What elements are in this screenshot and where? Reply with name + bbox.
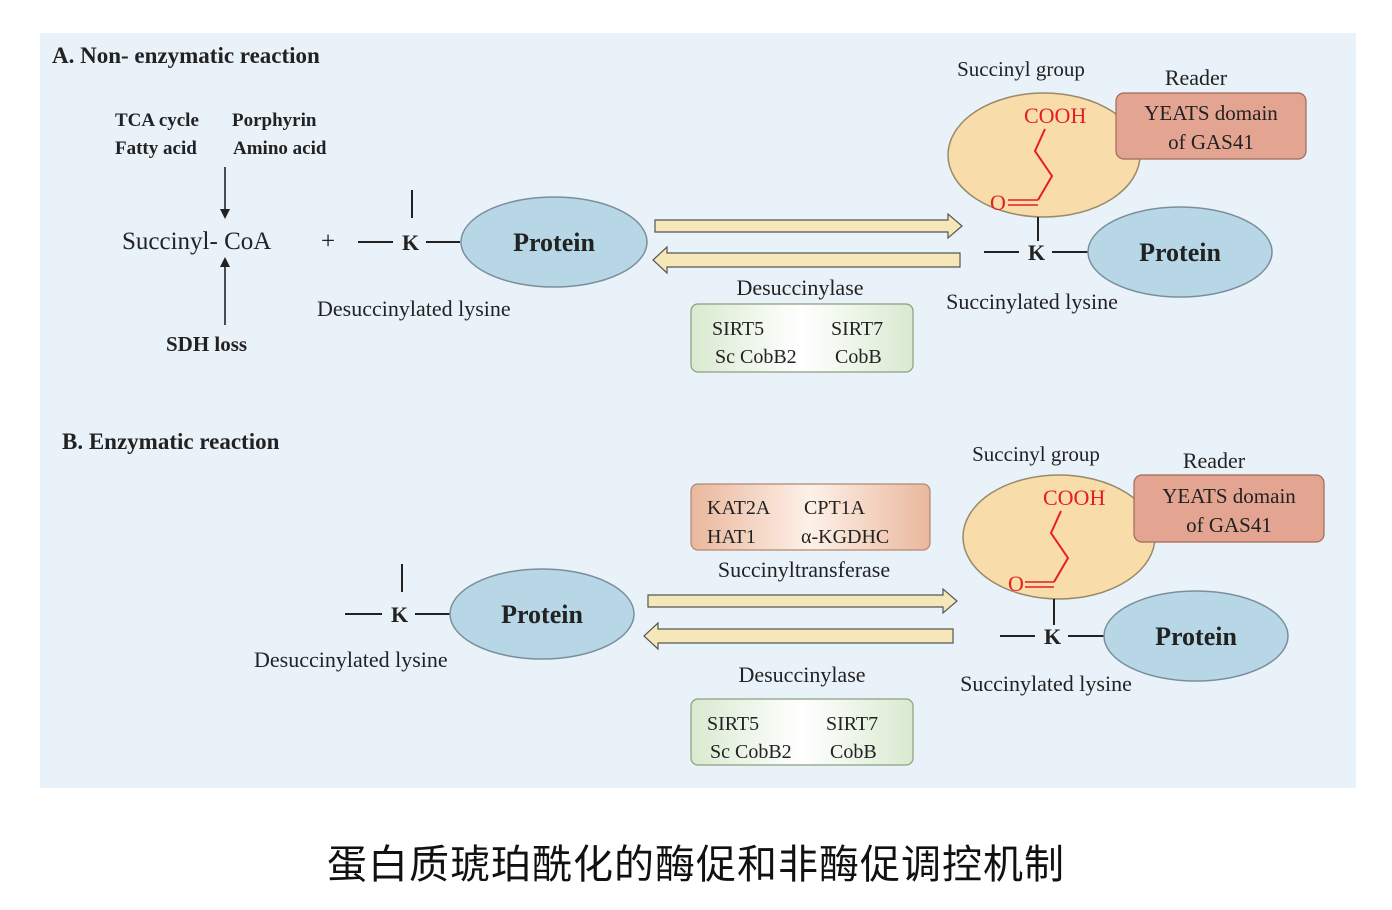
desuccinylated-lysine-label: Desuccinylated lysine: [254, 647, 448, 672]
succinylation-diagram: A. Non- enzymatic reaction TCA cycle Por…: [52, 43, 1325, 766]
carbonyl-o: O: [990, 190, 1006, 215]
section-a-title: A. Non- enzymatic reaction: [52, 43, 320, 68]
reader-line-2: of GAS41: [1186, 513, 1272, 537]
enzyme-hat1: HAT1: [707, 526, 756, 548]
reader-box: [1115, 92, 1307, 160]
source-amino-acid: Amino acid: [233, 138, 327, 159]
reader-line-1: YEATS domain: [1162, 484, 1296, 508]
reader-label: Reader: [1165, 65, 1228, 90]
source-tca-cycle: TCA cycle: [115, 110, 199, 131]
succinyltransferase-label: Succinyltransferase: [718, 557, 890, 582]
lysine-k: K: [391, 602, 408, 627]
desuccinylase-box: [690, 303, 914, 373]
reader-line-2: of GAS41: [1168, 130, 1254, 154]
succinyl-group-label: Succinyl group: [972, 442, 1100, 466]
protein-label: Protein: [513, 228, 595, 257]
desuccinylated-lysine-label: Desuccinylated lysine: [317, 296, 511, 321]
reverse-arrow: [652, 245, 961, 275]
carbonyl-o: O: [1008, 571, 1024, 596]
diagram-panel: A. Non- enzymatic reaction TCA cycle Por…: [40, 33, 1356, 788]
lysine-k: K: [402, 230, 419, 255]
desuccinylase-label: Desuccinylase: [738, 662, 865, 687]
succinyltransferase-box: [690, 483, 931, 551]
sdh-arrow-head: [220, 257, 230, 267]
reader-label: Reader: [1183, 448, 1246, 473]
reader-box: [1133, 474, 1325, 543]
forward-arrow: [647, 587, 958, 615]
succinyl-chain: [1033, 128, 1054, 201]
desuccinylase-box: [690, 698, 914, 766]
enzyme-sirt5: SIRT5: [712, 318, 764, 340]
enzyme-sc-cobb2: Sc CobB2: [715, 346, 797, 368]
enzyme-sirt5: SIRT5: [707, 713, 759, 735]
succinylated-protein-ellipse: [1103, 590, 1289, 682]
enzyme-cobb: CobB: [835, 346, 882, 368]
succinyl-lysine-k: K: [1044, 624, 1061, 649]
enzyme-a-kgdhc: α-KGDHC: [801, 526, 889, 548]
protein-label: Protein: [501, 600, 583, 629]
succinylated-protein-label: Protein: [1139, 238, 1221, 267]
forward-arrow: [654, 212, 963, 240]
enzyme-sirt7: SIRT7: [826, 713, 878, 735]
source-porphyrin: Porphyrin: [232, 110, 317, 131]
sdh-loss-label: SDH loss: [166, 332, 247, 356]
section-a: A. Non- enzymatic reaction TCA cycle Por…: [52, 43, 1307, 373]
cooh-label: COOH: [1043, 485, 1105, 510]
section-b: B. Enzymatic reaction K Protein Desuccin…: [62, 429, 1325, 766]
succinylated-protein-label: Protein: [1155, 622, 1237, 651]
plus-sign: +: [321, 228, 335, 255]
reverse-arrow: [643, 621, 954, 651]
source-arrow-head: [220, 209, 230, 219]
succinylated-lysine-label: Succinylated lysine: [960, 671, 1132, 696]
enzyme-kat2a: KAT2A: [707, 497, 771, 519]
succinylated-protein-ellipse: [1087, 206, 1273, 298]
succinyl-lysine-k: K: [1028, 240, 1045, 265]
enzyme-cobb: CobB: [830, 741, 877, 763]
protein-ellipse: [449, 568, 635, 660]
succinyl-coa-label: Succinyl- CoA: [122, 228, 271, 255]
cooh-label: COOH: [1024, 103, 1086, 128]
section-b-title: B. Enzymatic reaction: [62, 429, 280, 454]
source-fatty-acid: Fatty acid: [115, 138, 197, 159]
protein-ellipse: [460, 196, 648, 288]
figure-caption: 蛋白质琥珀酰化的酶促和非酶促调控机制: [327, 842, 1065, 888]
enzyme-sirt7: SIRT7: [831, 318, 883, 340]
succinyl-group-label: Succinyl group: [957, 57, 1085, 81]
enzyme-sc-cobb2: Sc CobB2: [710, 741, 792, 763]
succinyl-chain: [1049, 510, 1070, 583]
desuccinylase-label: Desuccinylase: [736, 275, 863, 300]
succinylated-lysine-label: Succinylated lysine: [946, 289, 1118, 314]
enzyme-cpt1a: CPT1A: [804, 497, 866, 519]
reader-line-1: YEATS domain: [1144, 101, 1278, 125]
